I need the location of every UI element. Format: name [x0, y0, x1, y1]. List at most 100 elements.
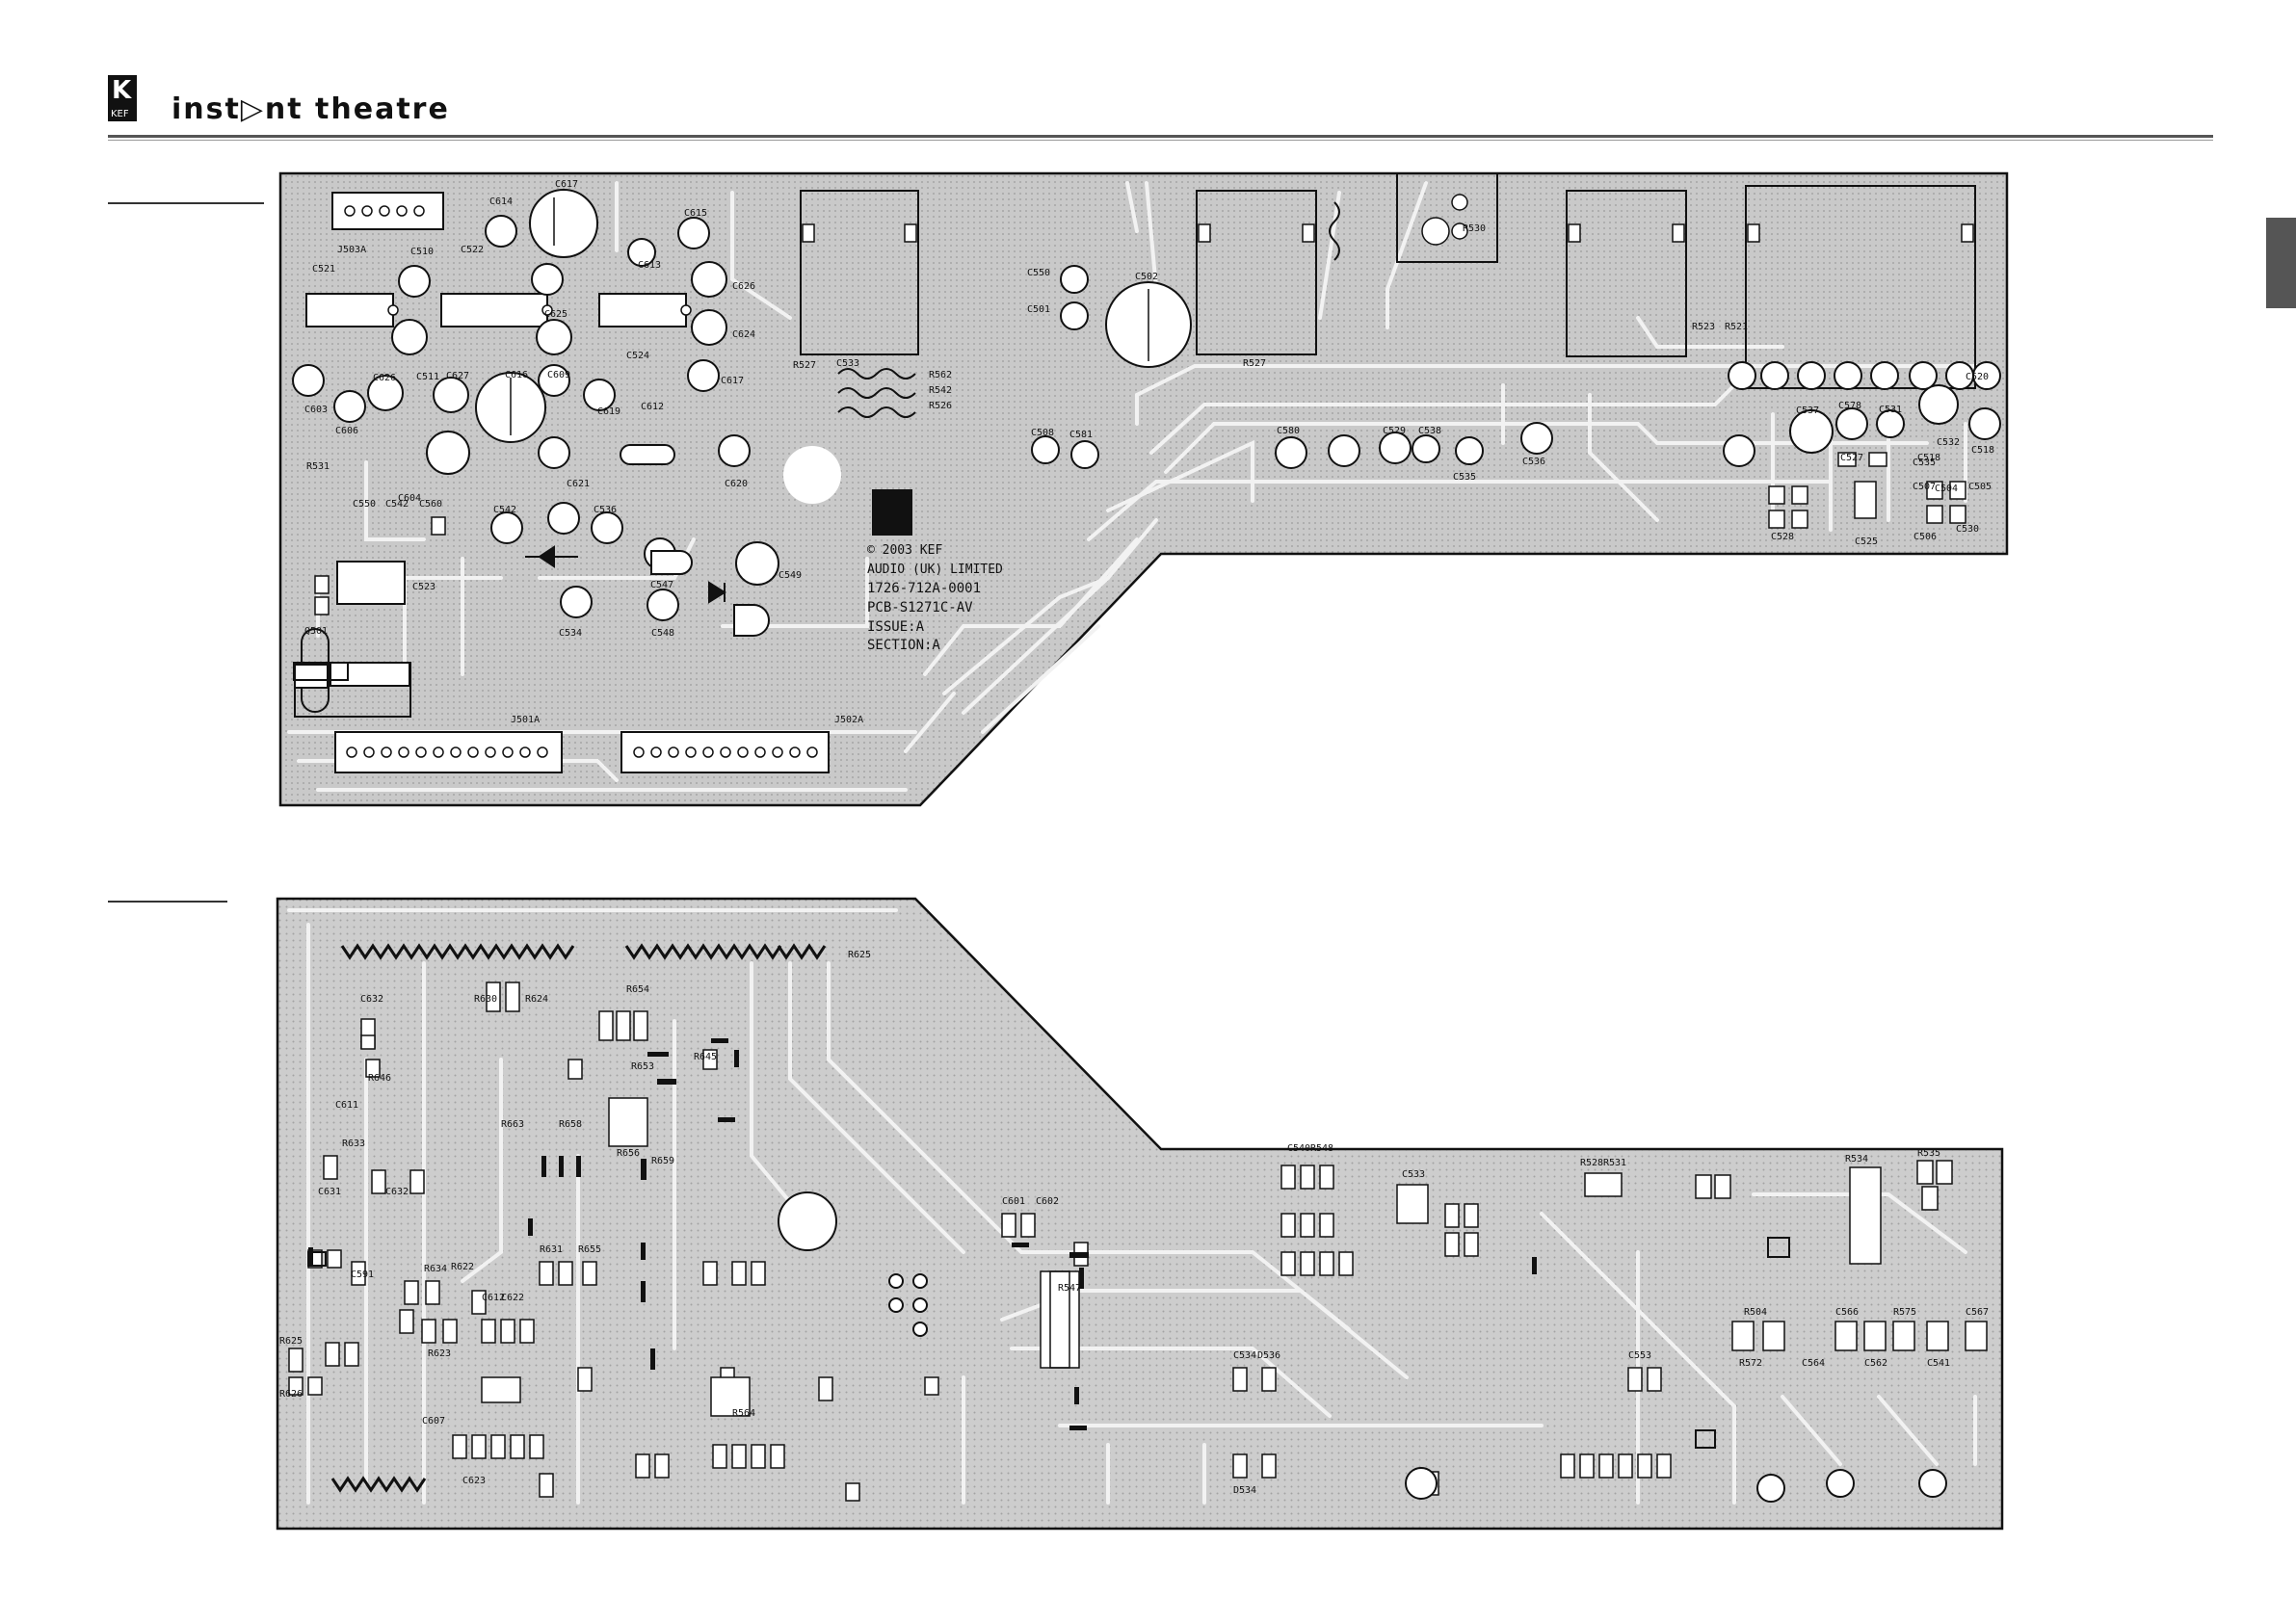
component-label: C536	[1522, 457, 1545, 467]
component-label: C578	[1838, 401, 1861, 411]
component-label: C624	[732, 329, 755, 340]
component-label: C612	[482, 1293, 505, 1303]
component-label: C562	[1864, 1358, 1887, 1369]
kef-logo-mark: K	[112, 76, 132, 105]
component-label: R504	[1744, 1307, 1767, 1318]
component-label: C607	[422, 1416, 445, 1427]
component-label: D536	[1257, 1350, 1280, 1361]
component-label: R631	[540, 1244, 563, 1255]
component-label: C518	[1917, 453, 1940, 463]
component-label: R655	[578, 1244, 601, 1255]
header-rule-thin	[108, 140, 2213, 141]
component-label: C506	[1913, 532, 1937, 542]
component-label: C627	[446, 371, 469, 381]
ic-label: R534	[1845, 1154, 1868, 1165]
component-label: C532	[1937, 437, 1960, 448]
component-label: D534	[1233, 1485, 1256, 1496]
component-label: C626	[732, 281, 755, 292]
component-label: C621	[567, 479, 590, 489]
crystal-label: R531	[306, 461, 330, 472]
component-label: R633	[342, 1139, 365, 1149]
top-pcb-board: © 2003 KEF AUDIO (UK) LIMITED 1726-712A-…	[278, 171, 2009, 807]
component-label: C606	[335, 426, 358, 436]
ic-label: Q501	[304, 626, 328, 637]
component-label: R625	[848, 950, 871, 960]
component-label: R659	[651, 1156, 674, 1166]
connector-label: J503A	[337, 245, 366, 255]
optical-label: R530	[1463, 223, 1486, 234]
component-label: C547	[650, 580, 673, 590]
board-part-number: 1726-712A-0001	[867, 581, 981, 596]
component-label: C623	[462, 1476, 486, 1486]
component-label: C520	[1966, 372, 1989, 382]
component-label: C530	[1956, 524, 1979, 535]
component-label: C564	[1802, 1358, 1825, 1369]
component-label: C614	[489, 196, 513, 207]
component-label: C540	[1287, 1143, 1310, 1154]
component-label: C542	[493, 505, 516, 515]
board-section: SECTION:A	[867, 638, 940, 653]
component-label: C550	[1027, 268, 1050, 278]
component-label: C534	[1233, 1350, 1256, 1361]
component-label: C518	[1971, 445, 1994, 456]
component-label: C632	[385, 1187, 409, 1197]
component-label: C549	[779, 570, 802, 581]
ic-label: C525	[1855, 537, 1878, 547]
board-company: AUDIO (UK) LIMITED	[867, 563, 1003, 577]
component-label: R646	[368, 1073, 391, 1084]
component-label: C604	[398, 493, 421, 504]
component-label: C611	[335, 1100, 358, 1111]
bottom-board-label-line	[108, 901, 227, 903]
component-label: C620	[725, 479, 748, 489]
board-copyright: © 2003 KEF	[867, 543, 942, 558]
component-label: C505	[1968, 482, 1992, 492]
component-label: R535	[1917, 1148, 1940, 1159]
component-label: C538	[1418, 426, 1441, 436]
component-label: C626	[373, 373, 396, 383]
component-label: R622	[451, 1262, 474, 1272]
component-label: R658	[559, 1119, 582, 1130]
ic-label: C522	[461, 245, 484, 255]
section-tab	[2266, 218, 2296, 308]
relay-label: R527	[793, 360, 816, 371]
component-label: C535	[1453, 472, 1476, 483]
component-label: C537	[1796, 406, 1819, 416]
relay-label: R521	[1725, 322, 1748, 332]
component-label: C617	[555, 179, 578, 190]
component-label: R656	[617, 1148, 640, 1159]
component-label: C541	[1927, 1358, 1950, 1369]
component-label: C535	[1913, 458, 1936, 468]
component-label: C615	[684, 208, 707, 219]
component-label: C548	[651, 628, 674, 639]
component-label: C528	[1771, 532, 1794, 542]
header-rule	[108, 135, 2213, 138]
ic-label: C524	[626, 351, 649, 361]
component-label: C527	[1840, 453, 1863, 463]
component-label: C602	[1036, 1196, 1059, 1207]
component-label: R548	[1310, 1143, 1333, 1154]
relay-label: R523	[1692, 322, 1715, 332]
component-label: R654	[626, 984, 649, 995]
component-label: R528	[1580, 1158, 1603, 1168]
component-label: C529	[1383, 426, 1406, 436]
component-label: C567	[1966, 1307, 1989, 1318]
top-board-label-line	[108, 202, 264, 204]
inductor-label: R562	[929, 370, 952, 380]
component-label: R630	[474, 994, 497, 1005]
relay-label: R527	[1243, 358, 1266, 369]
connector-label: J502A	[834, 715, 863, 725]
component-label: C502	[1135, 272, 1158, 282]
component-label: R531	[1603, 1158, 1626, 1168]
component-label: C625	[544, 309, 567, 320]
component-label: C508	[1031, 428, 1054, 438]
component-label: R575	[1893, 1307, 1916, 1318]
component-label: C631	[318, 1187, 341, 1197]
board-kef-logo	[872, 489, 912, 536]
component-label: R625	[279, 1336, 303, 1347]
component-label: C603	[304, 405, 328, 415]
component-label: C580	[1277, 426, 1300, 436]
component-label: C553	[1628, 1350, 1651, 1361]
connector-label: J501A	[511, 715, 540, 725]
component-label: C619	[597, 406, 620, 417]
